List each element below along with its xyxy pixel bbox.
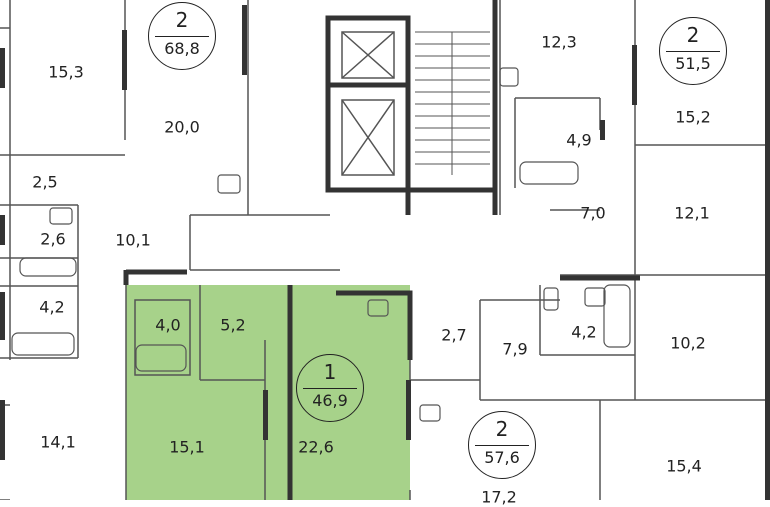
apartment-rooms: 1 xyxy=(323,360,337,384)
room-area-label: 2,6 xyxy=(40,229,66,249)
apartment-area: 51,5 xyxy=(675,54,711,73)
sink xyxy=(543,287,559,311)
room-area-label: 2,5 xyxy=(32,172,58,192)
bathtub xyxy=(11,332,75,356)
room-area-label: 14,1 xyxy=(40,432,76,452)
apartment-badge[interactable]: 1 46,9 xyxy=(296,354,364,422)
window-bar xyxy=(406,380,411,440)
window-bar xyxy=(600,120,605,140)
window-bar xyxy=(0,292,5,340)
room-area-label: 15,4 xyxy=(666,456,702,476)
room-area-label: 12,3 xyxy=(541,32,577,52)
bathtub xyxy=(19,257,77,277)
apartment-area: 68,8 xyxy=(164,39,200,58)
window-bar xyxy=(765,0,770,500)
sink xyxy=(367,299,389,317)
bathtubs xyxy=(11,67,631,422)
window-bar xyxy=(0,400,5,460)
window-bar xyxy=(632,45,637,105)
bathtub xyxy=(519,161,579,185)
apartment-rooms: 2 xyxy=(686,23,700,47)
badge-divider xyxy=(475,445,529,446)
room-area-label: 10,1 xyxy=(115,230,151,250)
room-area-label: 12,1 xyxy=(674,203,710,223)
sink xyxy=(419,404,441,422)
stair-core xyxy=(341,31,490,176)
room-area-label: 20,0 xyxy=(164,117,200,137)
sink xyxy=(217,174,241,194)
apartment-badge[interactable]: 2 68,8 xyxy=(148,2,216,70)
bathtub xyxy=(135,344,187,372)
room-area-label: 7,9 xyxy=(502,339,528,359)
sink xyxy=(49,207,73,225)
room-area-label: 5,2 xyxy=(220,315,246,335)
walls xyxy=(123,0,640,500)
window-bar xyxy=(263,390,268,440)
room-area-label: 15,2 xyxy=(675,107,711,127)
window-bar xyxy=(242,5,247,75)
room-area-label: 15,3 xyxy=(48,62,84,82)
sink xyxy=(499,67,519,87)
apartment-badge[interactable]: 2 51,5 xyxy=(659,17,727,85)
room-area-label: 2,7 xyxy=(441,325,467,345)
room-area-label: 4,9 xyxy=(566,130,592,150)
window-bar xyxy=(0,48,5,88)
badge-divider xyxy=(303,388,357,389)
sink xyxy=(584,287,606,307)
room-area-label: 4,2 xyxy=(571,322,597,342)
room-area-label: 4,2 xyxy=(39,297,65,317)
apartment-area: 57,6 xyxy=(484,448,520,467)
apartment-badge[interactable]: 2 57,6 xyxy=(468,411,536,479)
room-area-label: 7,0 xyxy=(580,203,606,223)
badge-divider xyxy=(155,36,209,37)
apartment-rooms: 2 xyxy=(495,417,509,441)
bathtub xyxy=(603,284,631,348)
room-area-label: 17,2 xyxy=(481,487,517,507)
window-bar xyxy=(122,30,127,90)
badge-divider xyxy=(666,51,720,52)
window-bar xyxy=(0,215,5,245)
room-area-label: 15,1 xyxy=(169,437,205,457)
room-area-label: 22,6 xyxy=(298,437,334,457)
apartment-area: 46,9 xyxy=(312,391,348,410)
room-area-label: 4,0 xyxy=(155,315,181,335)
room-area-label: 10,2 xyxy=(670,333,706,353)
apartment-rooms: 2 xyxy=(175,8,189,32)
